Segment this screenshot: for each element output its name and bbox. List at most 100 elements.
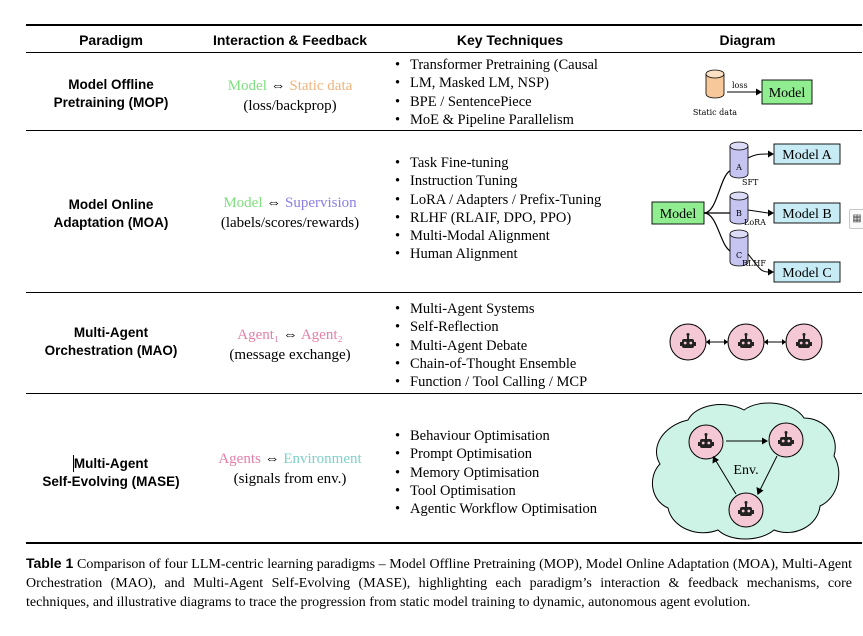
paradigm-mao: Multi-Agent Orchestration (MAO) [36,324,186,360]
model-a-box [773,143,841,165]
technique-item: Prompt Optimisation [393,445,597,464]
techniques-mase: Behaviour Optimisation Prompt Optimisati… [393,427,597,519]
interaction-mao-left: Agent₁ [237,327,280,343]
interaction-mop-sub: (loss/backprop) [243,98,337,114]
paradigm-mase-line1: Multi-Agent [73,456,149,471]
technique-item: Task Fine-tuning [393,154,601,173]
agent-node [768,422,804,458]
caption-label: Table 1 [26,555,74,571]
technique-item: Tool Optimisation [393,482,597,501]
lora-label: LoRA [744,218,766,227]
agent-node [785,323,823,361]
interaction-mase-main: Agents ⇔ Environment [192,449,388,469]
technique-item: Agentic Workflow Optimisation [393,500,597,519]
technique-item: LM, Masked LM, NSP) [393,74,598,93]
static-data-label: Static data [693,108,737,117]
paradigm-mop: Model Offline Pretraining (MOP) [36,76,186,112]
technique-item: RLHF (RLAIF, DPO, PPO) [393,209,601,228]
table-header-rule [26,52,862,53]
bidirectional-arrow-icon: ⇔ [282,327,298,343]
interaction-moa-right: Supervision [285,195,357,211]
techniques-moa: Task Fine-tuning Instruction Tuning LoRA… [393,154,601,264]
diagram-moa: Model A B C SFT LoRA RLHF Model A Model … [651,141,841,283]
paradigm-mase-line2: Self-Evolving (MASE) [42,474,180,489]
model-box [761,79,813,105]
sft-label: SFT [742,178,759,187]
interaction-mop-right: Static data [289,78,353,94]
technique-item: Chain-of-Thought Ensemble [393,355,587,374]
interaction-mase-left: Agents [218,451,261,467]
rlhf-label: RLHF [742,259,766,268]
model-b-label: Model B [782,207,831,222]
interaction-mase-right: Environment [283,451,362,467]
interaction-mao-sub: (message exchange) [229,347,351,363]
agent-node [688,424,724,460]
table-bottom-rule [26,542,862,544]
header-interaction: Interaction & Feedback [212,32,368,48]
techniques-mop: Transformer Pretraining (Causal LM, Mask… [393,56,598,129]
cylinder-icon: A [729,141,749,179]
interaction-moa-main: Model ⇔ Supervision [192,193,388,213]
svg-text:B: B [736,209,742,218]
interaction-mao-right: Agent₂ [300,327,343,343]
interaction-mao-main: Agent₁ ⇔ Agent₂ [192,325,388,345]
agent-node [728,492,764,528]
technique-item: Self-Reflection [393,318,587,337]
technique-item: Function / Tool Calling / MCP [393,373,587,392]
diagram-mop: loss Model Static data [693,69,813,117]
technique-item: Behaviour Optimisation [393,427,597,446]
technique-item: LoRA / Adapters / Prefix-Tuning [393,191,601,210]
technique-item: Memory Optimisation [393,464,597,483]
interaction-mop: Model ⇔ Static data (loss/backprop) [192,76,388,116]
agent-node [727,323,765,361]
interaction-moa-left: Model [223,195,263,211]
paradigm-mao-line2: Orchestration (MAO) [44,343,178,358]
row-divider-3 [26,393,862,394]
row-divider-2 [26,292,862,293]
paradigm-mop-line1: Model Offline [68,77,154,92]
bidirectional-arrow-icon: ⇔ [264,451,280,467]
technique-item: Transformer Pretraining (Causal [393,56,598,75]
interaction-mop-main: Model ⇔ Static data [192,76,388,96]
env-label: Env. [733,463,758,478]
model-c-label: Model C [782,266,831,281]
header-diagram: Diagram [719,32,776,48]
cylinder-icon: B [729,191,749,225]
technique-item: MoE & Pipeline Parallelism [393,111,598,130]
loss-label: loss [732,81,748,90]
database-icon [705,69,725,99]
technique-item: Multi-Agent Systems [393,300,587,319]
technique-item: Instruction Tuning [393,172,601,191]
techniques-mao: Multi-Agent Systems Self-Reflection Mult… [393,300,587,392]
cylinder-icon: C [729,229,749,267]
model-a-label: Model A [782,148,832,163]
text-cursor [73,455,74,472]
svg-text:A: A [735,163,742,172]
paradigm-moa-line1: Model Online [68,197,154,212]
diagram-mao [669,323,823,361]
interaction-moa-sub: (labels/scores/rewards) [220,215,360,231]
model-box-label: Model [769,86,806,101]
model-c-box [773,261,841,283]
interaction-mao: Agent₁ ⇔ Agent₂ (message exchange) [192,325,388,365]
interaction-moa: Model ⇔ Supervision (labels/scores/rewar… [192,193,388,233]
caption-text: Comparison of four LLM-centric learning … [26,557,853,610]
header-techniques: Key Techniques [456,32,564,48]
bidirectional-arrow-icon: ⇔ [266,195,282,211]
interaction-mase-sub: (signals from env.) [233,471,347,487]
base-model-label: Model [660,207,697,222]
diagram-mase: Env. [652,402,840,540]
table-icon[interactable]: ▦ [849,209,863,229]
interaction-mase: Agents ⇔ Environment (signals from env.) [192,449,388,489]
paradigm-mase: Multi-Agent Self-Evolving (MASE) [36,455,186,491]
bidirectional-arrow-icon: ⇔ [270,78,286,94]
svg-text:C: C [736,251,742,260]
paradigm-moa-line2: Adaptation (MOA) [53,215,169,230]
header-paradigm: Paradigm [79,32,143,48]
paradigm-mop-line2: Pretraining (MOP) [53,95,169,110]
technique-item: Multi-Agent Debate [393,337,587,356]
paradigm-moa: Model Online Adaptation (MOA) [36,196,186,232]
technique-item: BPE / SentencePiece [393,93,598,112]
model-b-box [773,202,841,224]
row-divider-1 [26,130,862,131]
